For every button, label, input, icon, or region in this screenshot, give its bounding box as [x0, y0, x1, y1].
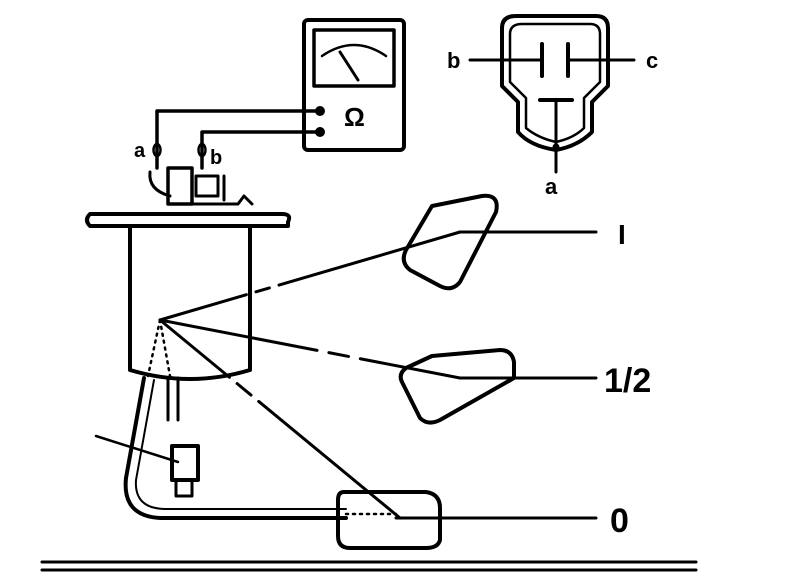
float-half-position — [398, 348, 516, 425]
level-label-half: 1/2 — [604, 362, 651, 400]
ohmmeter-body — [302, 18, 406, 152]
sender-ground-tab — [190, 194, 254, 206]
pickup-tube — [166, 376, 180, 422]
pickup-nozzle — [174, 478, 194, 498]
connector-pinout: b c a — [447, 14, 658, 199]
pickup-pointer — [94, 434, 180, 464]
swing-line-half — [158, 318, 462, 380]
pivot-dotted-2 — [158, 318, 172, 378]
sender-body — [128, 224, 252, 381]
connector-pin-a-dot — [552, 143, 560, 151]
sender-unit — [85, 166, 292, 381]
test-leads: a b — [134, 109, 322, 170]
connector-label-c: c — [646, 48, 658, 73]
terminal-b-label: b — [210, 147, 222, 169]
connector-label-b: b — [447, 48, 460, 73]
ohmmeter-unit-label: Ω — [344, 102, 365, 132]
float-full-position — [401, 193, 499, 291]
ohmmeter-dial-window — [312, 28, 396, 88]
test-lead-a — [155, 109, 322, 170]
float-arm-rod-inner — [134, 379, 347, 510]
connector-label-a: a — [545, 174, 558, 199]
sender-flange — [85, 212, 292, 228]
ohmmeter-dial-scale — [320, 43, 388, 58]
lead-clip-b — [197, 142, 207, 158]
level-reference-lines — [394, 230, 598, 520]
ohmmeter: Ω — [302, 18, 406, 152]
sender-wire-bundle — [148, 170, 172, 198]
pivot-dotted-1 — [146, 318, 162, 378]
lead-clip-a — [152, 142, 162, 158]
sender-connector-block — [166, 166, 194, 206]
terminal-a-label: a — [134, 140, 146, 162]
swing-line-full — [158, 230, 462, 322]
fuel-pickup — [94, 376, 200, 498]
pickup-filter — [170, 444, 200, 482]
level-label-empty: 0 — [610, 502, 629, 540]
float-empty-position — [336, 490, 442, 550]
sender-terminal-post — [194, 174, 220, 198]
level-label-full: I — [618, 219, 626, 250]
float-arm-rod — [123, 376, 348, 520]
ohmmeter-needle — [338, 50, 360, 82]
swing-line-empty — [158, 318, 402, 520]
arm-pivot — [146, 318, 172, 378]
